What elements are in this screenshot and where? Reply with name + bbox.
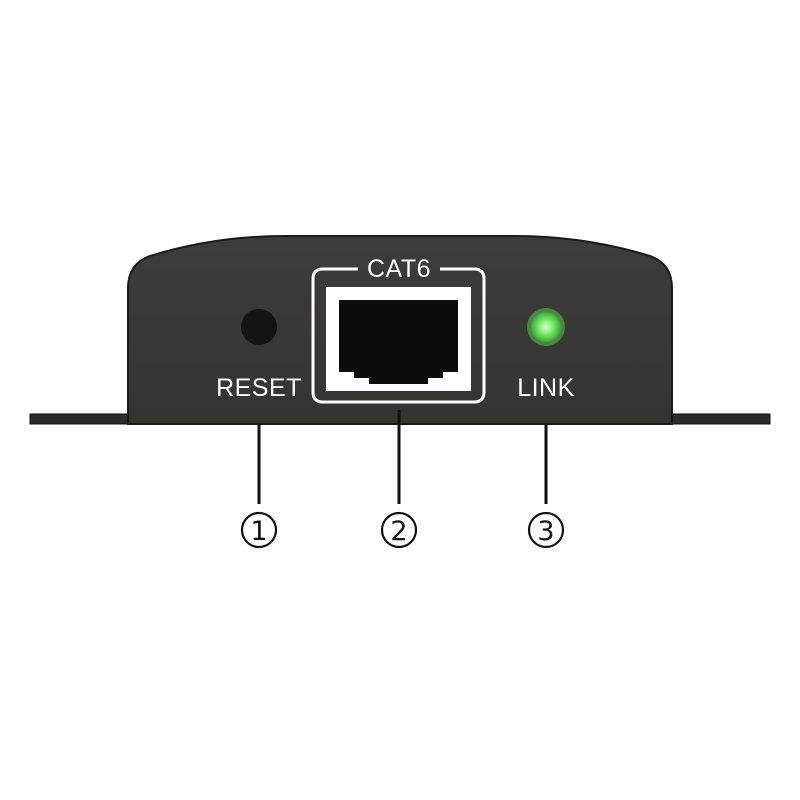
- reset-label: RESET: [216, 374, 302, 402]
- link-led: [527, 308, 565, 346]
- callout-number-2: 2: [390, 516, 407, 547]
- callout-number-3: 3: [537, 516, 554, 547]
- callout-1: 1: [240, 511, 278, 549]
- link-label: LINK: [517, 374, 575, 402]
- rj45-socket-opening: [339, 300, 458, 384]
- mounting-flange-left: [29, 413, 139, 425]
- callout-number-1: 1: [250, 516, 267, 547]
- callout-2: 2: [380, 511, 418, 549]
- cat6-label: CAT6: [367, 255, 431, 283]
- mounting-flange-right: [661, 413, 771, 425]
- callout-3: 3: [527, 511, 565, 549]
- rj45-jack[interactable]: [326, 287, 471, 391]
- reset-pinhole[interactable]: [241, 309, 277, 345]
- cat6-port-frame: [311, 267, 486, 404]
